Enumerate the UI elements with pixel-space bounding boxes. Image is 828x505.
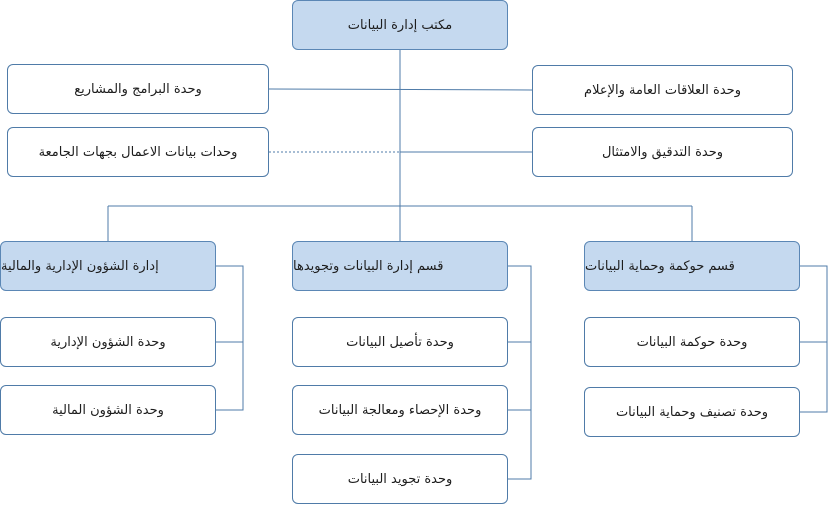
unit-label: وحدة الشؤون المالية xyxy=(52,402,164,418)
office-box: مكتب إدارة البيانات xyxy=(292,0,508,50)
department-title: قسم إدارة البيانات وتجويدها xyxy=(293,258,444,274)
office-title: مكتب إدارة البيانات xyxy=(347,17,453,33)
department-box-governance: قسم حوكمة وحماية البيانات xyxy=(584,241,800,291)
unit-box-data-governance: وحدة حوكمة البيانات xyxy=(584,317,800,367)
unit-box-administrative-affairs: وحدة الشؤون الإدارية xyxy=(0,317,216,367)
unit-label: وحدة البرامج والمشاريع xyxy=(74,81,202,97)
unit-box-public-relations: وحدة العلاقات العامة والإعلام xyxy=(532,65,793,115)
unit-box-statistics-processing: وحدة الإحصاء ومعالجة البيانات xyxy=(292,385,508,435)
unit-label: وحدة حوكمة البيانات xyxy=(636,334,748,350)
unit-label: وحدة الشؤون الإدارية xyxy=(50,334,166,350)
unit-label: وحدة العلاقات العامة والإعلام xyxy=(584,82,741,98)
unit-label: وحدة التدقيق والامتثال xyxy=(601,144,724,160)
department-title: إدارة الشؤون الإدارية والمالية xyxy=(1,258,159,274)
unit-box-audit-compliance: وحدة التدقيق والامتثال xyxy=(532,127,793,177)
unit-box-data-quality: وحدة تجويد البيانات xyxy=(292,454,508,504)
unit-box-financial-affairs: وحدة الشؤون المالية xyxy=(0,385,216,435)
unit-label: وحدة تصنيف وحماية البيانات xyxy=(615,404,769,420)
department-title: قسم حوكمة وحماية البيانات xyxy=(585,258,735,274)
unit-box-data-classification: وحدة تصنيف وحماية البيانات xyxy=(584,387,800,437)
unit-box-business-data-units: وحدات بيانات الاعمال بجهات الجامعة xyxy=(7,127,269,177)
unit-label: وحدة تأصيل البيانات xyxy=(346,334,454,350)
department-box-data-management: قسم إدارة البيانات وتجويدها xyxy=(292,241,508,291)
unit-box-programs-projects: وحدة البرامج والمشاريع xyxy=(7,64,269,114)
unit-label: وحدة الإحصاء ومعالجة البيانات xyxy=(318,402,482,418)
unit-label: وحدات بيانات الاعمال بجهات الجامعة xyxy=(38,144,238,160)
department-box-admin-finance: إدارة الشؤون الإدارية والمالية xyxy=(0,241,216,291)
unit-box-data-rooting: وحدة تأصيل البيانات xyxy=(292,317,508,367)
unit-label: وحدة تجويد البيانات xyxy=(347,471,453,487)
